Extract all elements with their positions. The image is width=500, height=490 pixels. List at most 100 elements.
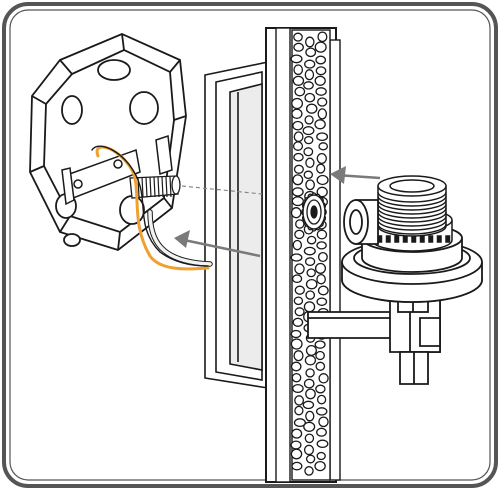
perforation-hole <box>292 362 301 371</box>
perforation-hole <box>306 291 314 299</box>
perforation-hole <box>293 122 303 130</box>
perforation-hole <box>306 48 316 56</box>
perforation-hole <box>317 242 326 249</box>
perforation-hole <box>291 441 301 449</box>
perforation-hole <box>306 158 314 167</box>
perforation-hole <box>304 247 315 254</box>
perforation-hole <box>317 440 328 447</box>
perforation-hole <box>293 188 304 196</box>
perforation-hole <box>304 148 313 156</box>
perforation-hole <box>305 94 314 102</box>
perforation-hole <box>291 339 302 349</box>
perforation-hole <box>316 56 325 64</box>
lock-nut <box>302 193 326 231</box>
perforation-hole <box>317 133 328 140</box>
perforation-hole <box>294 351 303 361</box>
perforation-hole <box>305 445 314 454</box>
perforation-hole <box>305 116 313 124</box>
perforation-hole <box>307 346 317 356</box>
mounting-post <box>266 28 340 482</box>
perforation-hole <box>291 331 300 338</box>
perforation-hole <box>294 43 303 51</box>
perforation-hole <box>319 286 329 295</box>
perforation-hole <box>305 137 313 144</box>
perforation-hole <box>307 104 317 113</box>
perforation-hole <box>295 396 304 405</box>
ring-notch <box>412 236 416 242</box>
perforation-hole <box>306 258 315 266</box>
perforation-hole <box>294 132 303 141</box>
knockout-hole <box>98 60 130 80</box>
knockout-hole <box>62 96 82 124</box>
perforation-hole <box>292 462 302 469</box>
threaded-nipple <box>378 176 446 236</box>
perforation-hole <box>306 180 314 190</box>
perforation-hole <box>293 385 303 393</box>
perforation-hole <box>316 362 324 370</box>
perforation-hole <box>305 70 313 80</box>
perforation-hole <box>306 389 315 399</box>
perforation-hole <box>318 109 326 119</box>
knockout-hole <box>130 92 158 124</box>
perforation-hole <box>295 406 303 414</box>
perforation-hole <box>318 395 326 403</box>
perforation-hole <box>306 37 314 47</box>
perforation-hole <box>305 434 313 442</box>
perforation-hole <box>304 302 314 312</box>
socket-side-knob <box>344 200 378 244</box>
perforation-hole <box>308 236 316 243</box>
perforation-hole <box>292 99 303 109</box>
knockout-hole <box>120 196 144 224</box>
perforation-hole <box>319 374 328 383</box>
perforation-hole <box>294 154 303 161</box>
perforation-hole <box>294 65 302 74</box>
perforation-hole <box>305 356 315 365</box>
perforation-hole <box>292 374 300 382</box>
perforation-hole <box>316 385 325 393</box>
perforation-hole <box>317 230 326 239</box>
perforation-hole <box>319 417 328 426</box>
perforation-hole <box>292 429 302 438</box>
perforation-hole <box>295 264 304 274</box>
perforation-hole <box>293 318 302 326</box>
perforation-hole <box>303 127 314 135</box>
perforation-hole <box>315 42 326 52</box>
perforation-hole <box>295 87 304 95</box>
ring-notch <box>395 236 399 242</box>
perforation-hole <box>294 297 302 304</box>
perforation-hole <box>315 341 325 348</box>
perforation-hole <box>307 269 315 277</box>
perforation-hole <box>318 32 327 41</box>
perforation-hole <box>293 275 302 282</box>
perforation-hole <box>295 165 304 173</box>
perforation-hole <box>319 253 328 262</box>
perforation-hole <box>307 455 315 463</box>
perforation-hole <box>295 286 304 294</box>
perforation-hole <box>305 60 315 68</box>
ring-notch <box>387 236 391 242</box>
perforation-hole <box>291 254 302 261</box>
perforation-hole <box>317 408 327 415</box>
perforation-hole <box>316 88 326 95</box>
perforation-hole <box>293 76 303 85</box>
ring-notch <box>438 236 442 242</box>
perforation-hole <box>291 55 302 63</box>
perforation-hole <box>318 98 327 106</box>
perforation-hole <box>315 76 325 85</box>
perforation-hole <box>294 33 302 41</box>
perforation-hole <box>315 120 325 129</box>
perforation-hole <box>294 142 303 150</box>
perforation-hole <box>306 369 314 377</box>
perforation-hole <box>292 197 303 206</box>
ring-notch <box>404 236 408 242</box>
perforation-hole <box>316 67 325 75</box>
ring-notch <box>421 236 425 242</box>
perforation-hole <box>317 453 325 460</box>
perforation-hole <box>305 467 313 475</box>
perforation-hole <box>317 164 325 173</box>
perforation-hole <box>296 220 304 228</box>
ring-notch <box>429 236 433 242</box>
perforation-hole <box>315 462 325 471</box>
